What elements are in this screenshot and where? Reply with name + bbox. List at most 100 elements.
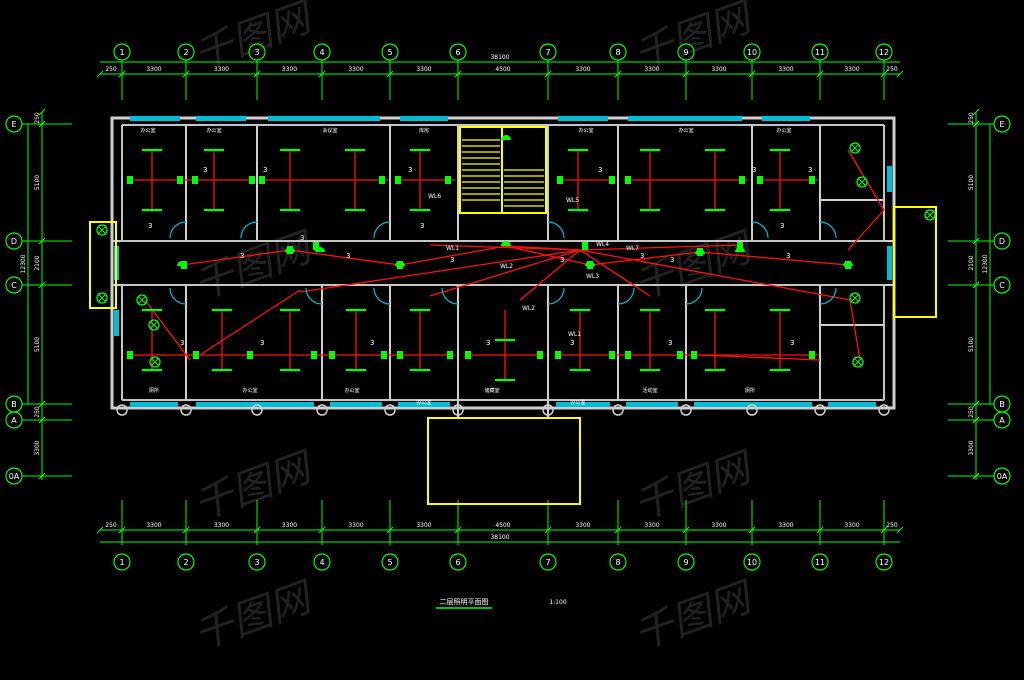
axis-column-top-7-label: 7: [545, 48, 550, 57]
axis-column-bottom-2-label: 2: [183, 558, 188, 567]
switch-box: [737, 242, 743, 250]
axis-column-bottom-6: [449, 553, 467, 571]
round-column: [612, 404, 624, 416]
wire: [429, 244, 581, 251]
window: [196, 402, 314, 407]
switch-box: [395, 176, 401, 184]
room-label: 办公室: [776, 127, 791, 134]
switch-box: [609, 176, 615, 184]
axis-row-left-E-label: E: [11, 120, 16, 129]
round-column: [384, 404, 396, 416]
axis-row-left-D: [5, 232, 23, 250]
axis-column-top-5: [381, 43, 399, 61]
axis-row-left-E: [5, 115, 23, 133]
axis-column-top-4-label: 4: [319, 48, 324, 57]
bottom-dimension: 3300: [778, 522, 793, 529]
axis-column-top-3-label: 3: [254, 48, 259, 57]
axis-column-top-9: [677, 43, 695, 61]
axis-row-right-B-label: B: [999, 400, 1005, 409]
round-column: [452, 404, 464, 416]
switch-box: [809, 176, 815, 184]
door-swing: [617, 287, 635, 305]
door-swing: [373, 287, 391, 305]
ceiling-lamp: [849, 142, 861, 154]
axis-column-bottom-3: [248, 553, 266, 571]
axis-column-top-12: [875, 43, 893, 61]
axis-column-bottom-7-label: 7: [545, 558, 550, 567]
room-label: 储藏室: [484, 387, 499, 394]
axis-column-top-6-label: 6: [455, 48, 460, 57]
wire-count-label: 3: [420, 222, 424, 230]
axis-column-bottom-8: [609, 553, 627, 571]
wall-lamp: [585, 261, 595, 266]
circuit-label: WL2: [500, 263, 513, 270]
switch-box: [177, 176, 183, 184]
switch-box: [127, 351, 133, 359]
ceiling-lamp: [96, 292, 108, 304]
right-dimension: 5100: [968, 337, 975, 352]
switch-box: [193, 351, 199, 359]
wire-count-label: 3: [260, 339, 264, 347]
axis-row-right-D-label: D: [999, 237, 1005, 246]
axis-column-bottom-11-label: 11: [815, 558, 825, 567]
axis-column-bottom-10: [743, 553, 761, 571]
bottom-dimension: 3300: [282, 522, 297, 529]
room-label: 办公室: [140, 127, 155, 134]
switch-box: [557, 176, 563, 184]
top-dimension: 3300: [146, 66, 161, 73]
switch-box: [445, 176, 451, 184]
window: [628, 116, 742, 121]
top-dimension: 3300: [348, 66, 363, 73]
axis-column-bottom-12: [875, 553, 893, 571]
axis-column-bottom-4-label: 4: [319, 558, 324, 567]
wire: [579, 249, 651, 297]
ceiling-lamp: [849, 292, 861, 304]
north-wing-liner: [121, 124, 885, 242]
axis-column-bottom-2: [177, 553, 195, 571]
window: [196, 116, 246, 121]
wire: [699, 354, 821, 361]
axis-column-bottom-4: [313, 553, 331, 571]
room-label: 办公室: [344, 387, 359, 394]
wire: [429, 249, 581, 297]
top-dimension: 3300: [575, 66, 590, 73]
axis-column-top-2: [177, 43, 195, 61]
axis-row-right-0A: [993, 467, 1011, 485]
axis-column-top-2-label: 2: [183, 48, 188, 57]
axis-column-top-1-label: 1: [119, 48, 124, 57]
wire-count-label: 3: [598, 166, 602, 174]
wire-count-label: 3: [203, 166, 207, 174]
bottom-dimension: 4500: [495, 522, 510, 529]
round-column: [814, 404, 826, 416]
wall-lamp: [501, 241, 511, 246]
wall-lamp: [843, 261, 853, 266]
wall-lamp: [177, 261, 187, 266]
wire: [849, 299, 861, 361]
circuit-label: WL7: [626, 245, 639, 252]
room-label: 办公室: [206, 127, 221, 134]
wire-count-label: 3: [752, 166, 756, 174]
ceiling-lamp: [148, 319, 160, 331]
bottom-dimension: 3300: [644, 522, 659, 529]
drawing-title: 二层照明平面图: [440, 598, 489, 606]
axis-column-bottom-8-label: 8: [615, 558, 620, 567]
axis-column-top-6: [449, 43, 467, 61]
title-block: 二层照明平面图 1:100: [436, 598, 567, 609]
top-dimension: 250: [886, 66, 898, 73]
switch-box: [739, 176, 745, 184]
axis-row-right-C-label: C: [999, 281, 1005, 290]
circuit-label: WL1: [568, 331, 581, 338]
window: [558, 116, 608, 121]
right-dimension: 2100: [968, 255, 975, 270]
right-dimension: 5100: [968, 175, 975, 190]
window: [330, 402, 382, 407]
switch-box: [809, 351, 815, 359]
switch-box: [192, 176, 198, 184]
wire-count-label: 3: [300, 234, 304, 242]
axis-column-bottom-6-label: 6: [455, 558, 460, 567]
axis-row-left-C: [5, 276, 23, 294]
switch-box: [582, 242, 588, 250]
window: [400, 116, 448, 121]
wire-count-label: 3: [263, 166, 267, 174]
left-dimension: 3300: [34, 440, 41, 455]
